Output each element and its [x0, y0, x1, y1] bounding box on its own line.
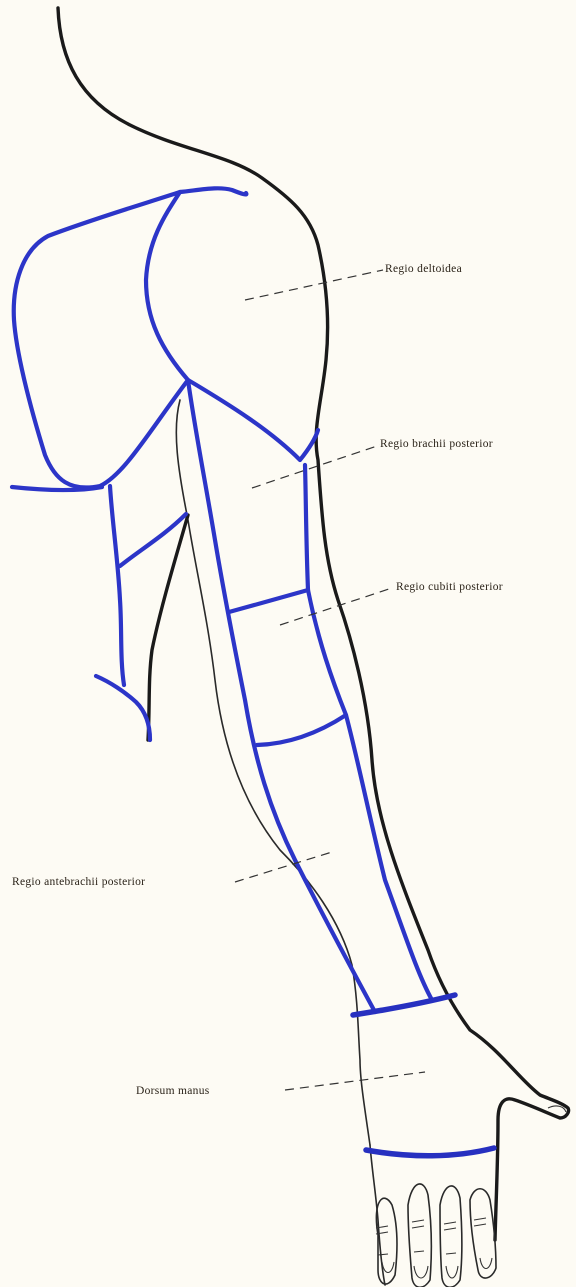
- shoulder-outline: [58, 8, 569, 1240]
- leader-deltoid: [245, 270, 383, 300]
- torso-inner-boundary: [110, 486, 186, 685]
- label-dorsum-manus: Dorsum manus: [136, 1084, 210, 1098]
- finger-2: [408, 1184, 431, 1287]
- shoulder-top-boundary: [180, 188, 246, 194]
- inner-arm-outline: [176, 400, 370, 1145]
- finger-3: [440, 1186, 462, 1287]
- elbow-upper-boundary: [229, 590, 308, 612]
- axilla-outline: [148, 515, 188, 740]
- fingernail-3: [446, 1266, 458, 1278]
- deltoid-boundary: [146, 192, 318, 460]
- elbow-lower-boundary: [257, 715, 346, 745]
- fingernail-2: [414, 1266, 428, 1278]
- finger-4: [470, 1189, 496, 1278]
- label-regio-brachii-posterior: Regio brachii posterior: [380, 437, 493, 451]
- arm-lateral-boundary: [188, 380, 375, 1012]
- label-regio-antebrachii-posterior: Regio antebrachii posterior: [12, 875, 145, 889]
- trunk-boundary: [12, 487, 102, 490]
- leader-manus: [285, 1072, 425, 1090]
- knuckle-boundary: [366, 1148, 494, 1156]
- fingernail-4: [480, 1258, 492, 1269]
- leader-antebrachii: [235, 852, 332, 882]
- fingernail-1: [382, 1262, 394, 1273]
- label-regio-cubiti-posterior: Regio cubiti posterior: [396, 580, 503, 594]
- label-regio-deltoidea: Regio deltoidea: [385, 262, 462, 276]
